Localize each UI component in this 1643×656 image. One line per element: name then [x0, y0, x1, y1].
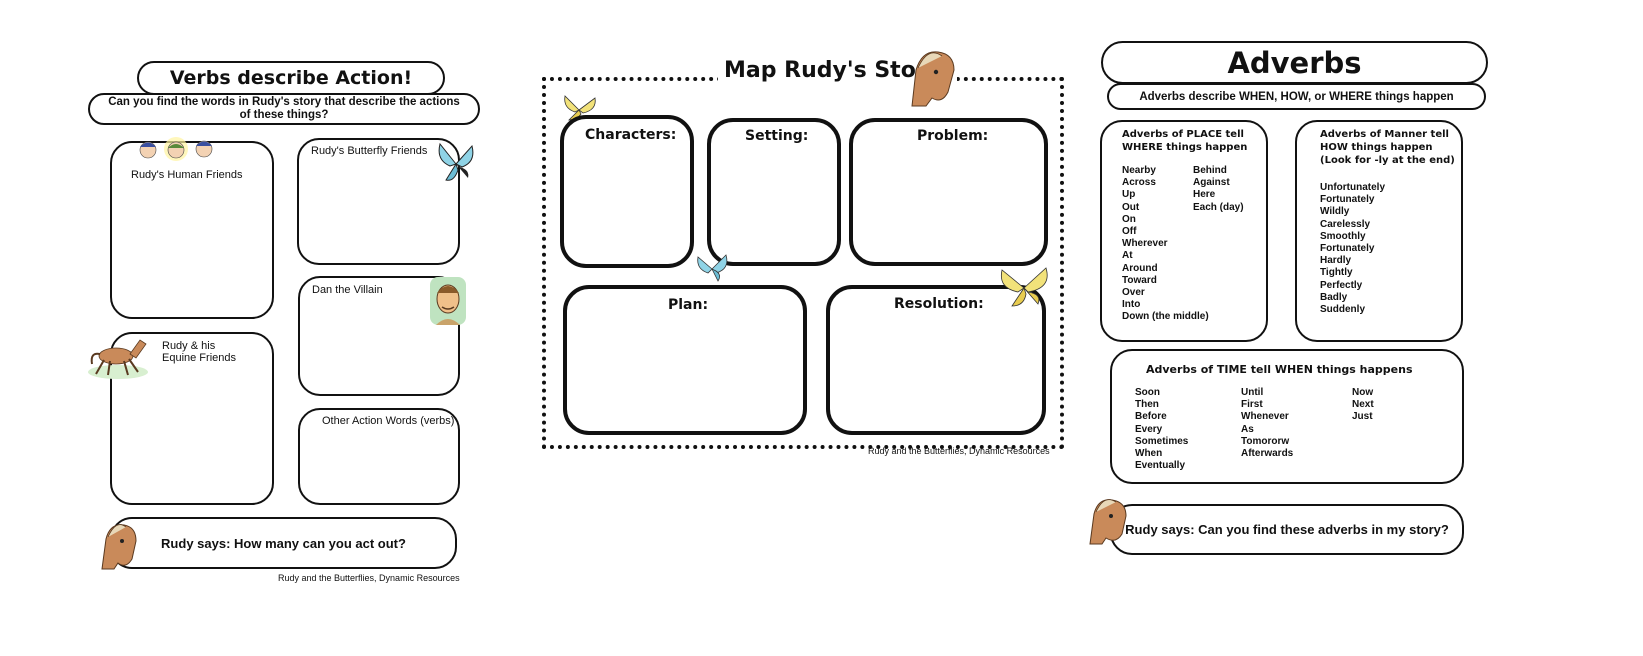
place-words-col2: Behind Against Here Each (day)	[1193, 165, 1244, 213]
resolution-box	[826, 285, 1046, 435]
adverbs-manner-box	[1295, 120, 1463, 342]
butterfly-icon	[438, 142, 474, 181]
yellow-butterfly-icon	[564, 95, 596, 121]
human-friends-label: Rudy's Human Friends	[131, 169, 243, 181]
verbs-title: Verbs describe Action!	[137, 61, 445, 95]
manner-header-line3: (Look for -ly at the end)	[1320, 155, 1455, 166]
butterfly-friends-label: Rudy's Butterfly Friends	[311, 145, 428, 157]
characters-label: Characters:	[585, 127, 677, 143]
problem-label: Problem:	[917, 128, 989, 144]
resolution-label: Resolution:	[894, 296, 984, 312]
place-words-col1: Nearby Across Up Out On Off Wherever At …	[1122, 165, 1209, 323]
manner-header-line2: HOW things happen	[1320, 142, 1433, 153]
adverbs-place-box	[1100, 120, 1268, 342]
adverbs-rudy-says: Rudy says: Can you find these adverbs in…	[1110, 504, 1464, 555]
time-words-col2: Until First Whenever As Tomororw Afterwa…	[1241, 387, 1294, 460]
plan-box	[563, 285, 807, 435]
adverbs-subtitle: Adverbs describe WHEN, HOW, or WHERE thi…	[1107, 83, 1486, 110]
setting-box	[707, 118, 841, 266]
equine-label-line1: Rudy & his	[162, 340, 216, 352]
blue-butterfly-icon	[697, 254, 728, 282]
setting-label: Setting:	[745, 128, 809, 144]
other-action-words-label: Other Action Words (verbs)	[322, 415, 455, 427]
verbs-rudy-says: Rudy says: How many can you act out?	[110, 517, 457, 569]
characters-box	[560, 115, 694, 268]
map-credit: Rudy and the Butterflies, Dynamic Resour…	[868, 446, 1050, 456]
horse-head-icon	[911, 51, 955, 107]
equine-friends-box	[110, 332, 274, 505]
manner-words-col1: Unfortunately Fortunately Wildly Careles…	[1320, 182, 1385, 316]
yellow-butterfly-large-icon	[1000, 267, 1048, 307]
verbs-credit: Rudy and the Butterflies, Dynamic Resour…	[278, 573, 460, 583]
butterfly-friends-box	[297, 138, 460, 265]
other-action-words-box	[298, 408, 460, 505]
villain-portrait-icon	[430, 277, 466, 325]
villain-label: Dan the Villain	[312, 284, 383, 296]
time-words-col3: Now Next Just	[1352, 387, 1374, 423]
adverbs-title: Adverbs	[1101, 41, 1488, 84]
time-words-col1: Soon Then Before Every Sometimes When Ev…	[1135, 387, 1189, 472]
place-header-line1: Adverbs of PLACE tell	[1122, 129, 1244, 140]
rudy-horse-head-icon-right	[1089, 499, 1127, 545]
kids-illustration-icon	[139, 137, 213, 161]
equine-label-line2: Equine Friends	[162, 352, 236, 364]
problem-box	[849, 118, 1048, 266]
verbs-subtitle: Can you find the words in Rudy's story t…	[88, 93, 480, 125]
manner-header-line1: Adverbs of Manner tell	[1320, 129, 1449, 140]
adverbs-time-box	[1110, 349, 1464, 484]
horse-icon	[88, 339, 148, 379]
time-header: Adverbs of TIME tell WHEN things happens	[1146, 363, 1413, 376]
plan-label: Plan:	[668, 297, 709, 313]
place-header-line2: WHERE things happen	[1122, 142, 1248, 153]
human-friends-box	[110, 141, 274, 319]
rudy-horse-head-icon	[101, 524, 137, 570]
